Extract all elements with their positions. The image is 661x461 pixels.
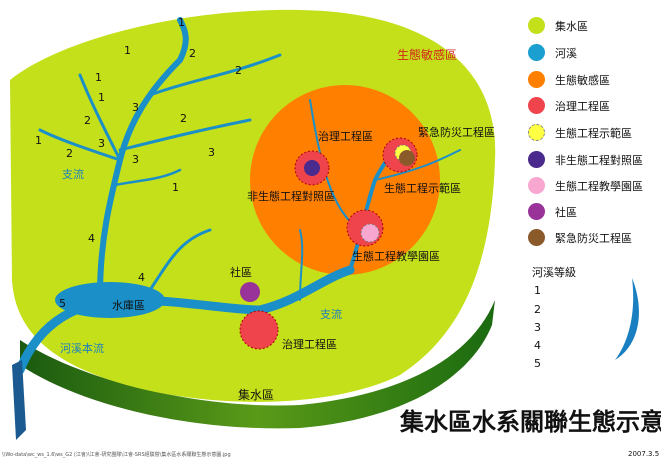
emergency-zone xyxy=(399,150,415,166)
demo-swatch-icon xyxy=(528,124,545,141)
community-label: 社區 xyxy=(230,266,252,279)
stream-order: 4 xyxy=(138,271,145,284)
legend-item: 河溪 xyxy=(528,44,577,61)
stream-order: 5 xyxy=(59,297,66,310)
community-zone xyxy=(240,282,260,302)
legend-item: 緊急防災工程區 xyxy=(528,229,632,246)
order-label: 3 xyxy=(534,321,541,334)
stream-order: 4 xyxy=(88,232,95,245)
file-path: \\Wo-data\wc_ws_1.6\ws_G2 (江會)\江會-研究團隊\江… xyxy=(2,452,231,458)
diagram-title: 集水區水系關聯生態示意圖 xyxy=(400,408,661,436)
stream-order: 1 xyxy=(35,134,42,147)
stream-order: 1 xyxy=(172,181,179,194)
legend-stream-icon xyxy=(615,278,639,360)
order-label: 2 xyxy=(534,303,541,316)
stream-order: 1 xyxy=(98,91,105,104)
catchment-swatch-icon xyxy=(528,17,545,34)
catchment-side xyxy=(20,300,495,429)
teaching-swatch-icon xyxy=(528,177,545,194)
community-swatch-icon xyxy=(528,203,545,220)
stream-order: 3 xyxy=(208,146,215,159)
stream-order: 1 xyxy=(124,44,131,57)
waterfall xyxy=(12,360,26,440)
legend-label: 緊急防災工程區 xyxy=(555,231,632,245)
legend-label: 集水區 xyxy=(555,19,588,33)
emergency-swatch-icon xyxy=(528,229,545,246)
teaching-label: 生態工程教學園區 xyxy=(352,250,440,263)
legend-label: 生態敏感區 xyxy=(555,73,610,87)
legend-item: 治理工程區 xyxy=(528,97,610,114)
legend-item: 非生態工程對照區 xyxy=(528,151,643,168)
catchment-label: 集水區 xyxy=(238,388,275,402)
stream-order: 2 xyxy=(66,147,73,160)
stream-order: 2 xyxy=(189,47,196,60)
stream-order: 1 xyxy=(178,16,185,29)
eco-sensitive-swatch-icon xyxy=(528,71,545,88)
date: 2007.3.5 xyxy=(628,450,660,458)
teaching-zone xyxy=(360,223,380,243)
treatment-swatch-icon xyxy=(528,97,545,114)
treatment-label-1: 治理工程區 xyxy=(318,130,373,143)
stream-order: 2 xyxy=(235,64,242,77)
legend-item: 生態敏感區 xyxy=(528,71,610,88)
order-label: 5 xyxy=(534,357,541,370)
legend-label: 河溪 xyxy=(555,46,577,60)
order-label: 4 xyxy=(534,339,541,352)
demo-label: 生態工程示範區 xyxy=(384,182,461,195)
stream-order: 3 xyxy=(132,101,139,114)
tributary-label-2: 支流 xyxy=(320,308,342,321)
reservoir-label: 水庫區 xyxy=(112,299,145,312)
order-label: 1 xyxy=(534,284,541,297)
stream-order: 2 xyxy=(180,112,187,125)
legend-label: 生態工程教學園區 xyxy=(555,179,643,193)
legend-label: 非生態工程對照區 xyxy=(555,153,643,167)
stream-order: 1 xyxy=(95,71,102,84)
eco-sensitive-label: 生態敏感區 xyxy=(397,48,458,62)
treatment-label-4: 治理工程區 xyxy=(282,338,337,351)
nonecological-swatch-icon xyxy=(528,151,545,168)
legend-item: 生態工程教學園區 xyxy=(528,177,643,194)
stream-order: 3 xyxy=(98,137,105,150)
legend-item: 生態工程示範區 xyxy=(528,124,632,141)
emergency-label: 緊急防災工程區 xyxy=(418,126,495,139)
stream-order-title: 河溪等級 xyxy=(532,266,576,279)
legend-item: 集水區 xyxy=(528,17,588,34)
stream-order: 2 xyxy=(84,114,91,127)
legend-item: 社區 xyxy=(528,203,577,220)
legend-label: 治理工程區 xyxy=(555,99,610,113)
stream-swatch-icon xyxy=(528,44,545,61)
nonecological-label: 非生態工程對照區 xyxy=(247,190,335,203)
stream-order: 3 xyxy=(132,153,139,166)
legend-label: 社區 xyxy=(555,205,577,219)
main-stream-label: 河溪本流 xyxy=(60,342,104,355)
reservoir xyxy=(55,282,165,318)
eco-sensitive-zone xyxy=(250,85,440,275)
tributary-label-1: 支流 xyxy=(62,168,84,181)
legend-label: 生態工程示範區 xyxy=(555,126,632,140)
nonecological-zone xyxy=(304,160,320,176)
treatment-zone-4 xyxy=(239,310,279,350)
